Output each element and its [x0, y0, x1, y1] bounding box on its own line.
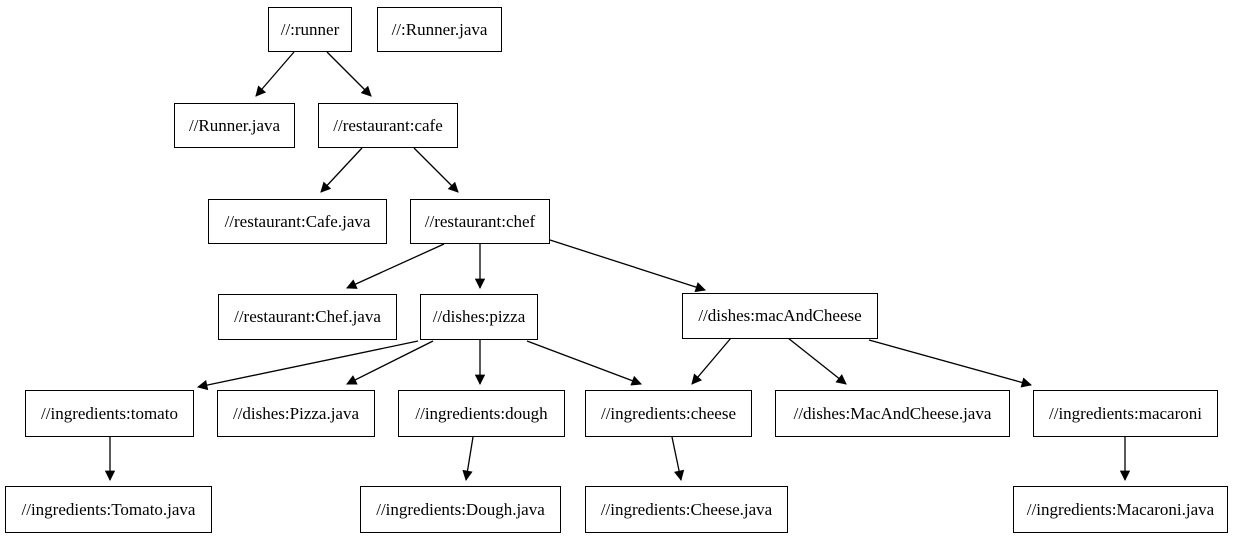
node-tomato: //ingredients:tomato [25, 390, 194, 437]
node-macaroni-java: //ingredients:Macaroni.java [1013, 486, 1228, 533]
node-label: //dishes:MacAndCheese.java [793, 403, 992, 423]
node-cafe: //restaurant:cafe [318, 103, 458, 148]
node-dough-java: //ingredients:Dough.java [360, 486, 561, 533]
node-chef: //restaurant:chef [410, 199, 550, 244]
node-label: //restaurant:cafe [333, 115, 443, 135]
node-label: //restaurant:Cafe.java [224, 211, 371, 231]
node-label: //ingredients:Cheese.java [600, 499, 773, 519]
node-mac-and-cheese-java: //dishes:MacAndCheese.java [775, 390, 1010, 437]
edge-cafe-to-cafe-java [320, 147, 363, 193]
edge-mac-and-cheese-to-mac-and-cheese-java [787, 337, 847, 385]
edge-chef-to-mac-and-cheese [549, 239, 706, 293]
node-chef-java: //restaurant:Chef.java [218, 294, 397, 340]
node-label: //ingredients:Tomato.java [21, 499, 196, 519]
edge-dough-to-dough-java [462, 436, 474, 482]
edge-pizza-to-tomato [196, 340, 419, 391]
node-label: //restaurant:Chef.java [234, 307, 381, 326]
node-cafe-java: //restaurant:Cafe.java [208, 199, 387, 244]
node-mac-and-cheese: //dishes:macAndCheese [682, 293, 878, 339]
node-label: //ingredients:cheese [600, 403, 736, 423]
node-label: //restaurant:chef [424, 211, 536, 231]
node-label: //Runner.java [188, 115, 281, 135]
node-label: //dishes:Pizza.java [232, 403, 360, 423]
node-label: //ingredients:Dough.java [376, 499, 545, 519]
node-label: //ingredients:dough [415, 403, 548, 423]
node-macaroni: //ingredients:macaroni [1033, 390, 1218, 437]
node-label: //ingredients:Macaroni.java [1026, 499, 1215, 519]
edge-mac-and-cheese-to-macaroni [868, 339, 1033, 388]
edge-pizza-to-pizza-java [346, 340, 434, 385]
node-runner-java: //Runner.java [174, 103, 295, 148]
node-dough: //ingredients:dough [398, 390, 565, 437]
node-cheese: //ingredients:cheese [585, 390, 752, 437]
node-pizza: //dishes:pizza [420, 294, 538, 340]
edge-runner-to-cafe [326, 51, 372, 97]
edge-cheese-to-cheese-java [671, 436, 685, 482]
node-label: //dishes:macAndCheese [698, 306, 862, 325]
node-label: //ingredients:macaroni [1049, 403, 1202, 423]
node-tomato-java: //ingredients:Tomato.java [5, 486, 212, 533]
node-label: //:Runner.java [391, 19, 488, 39]
node-label: //ingredients:tomato [41, 403, 178, 423]
node-label: //dishes:pizza [432, 307, 526, 326]
edge-pizza-to-cheese [526, 340, 642, 386]
edge-runner-to-runner-java [255, 51, 295, 97]
edge-mac-and-cheese-to-cheese [691, 337, 732, 385]
node-runner: //:runner [268, 7, 352, 52]
node-runner-java-root: //:Runner.java [377, 7, 502, 52]
edge-chef-to-chef-java [346, 243, 445, 289]
node-label: //:runner [280, 19, 340, 39]
edge-cafe-to-chef [413, 147, 459, 193]
node-pizza-java: //dishes:Pizza.java [217, 390, 375, 437]
node-cheese-java: //ingredients:Cheese.java [585, 486, 788, 533]
